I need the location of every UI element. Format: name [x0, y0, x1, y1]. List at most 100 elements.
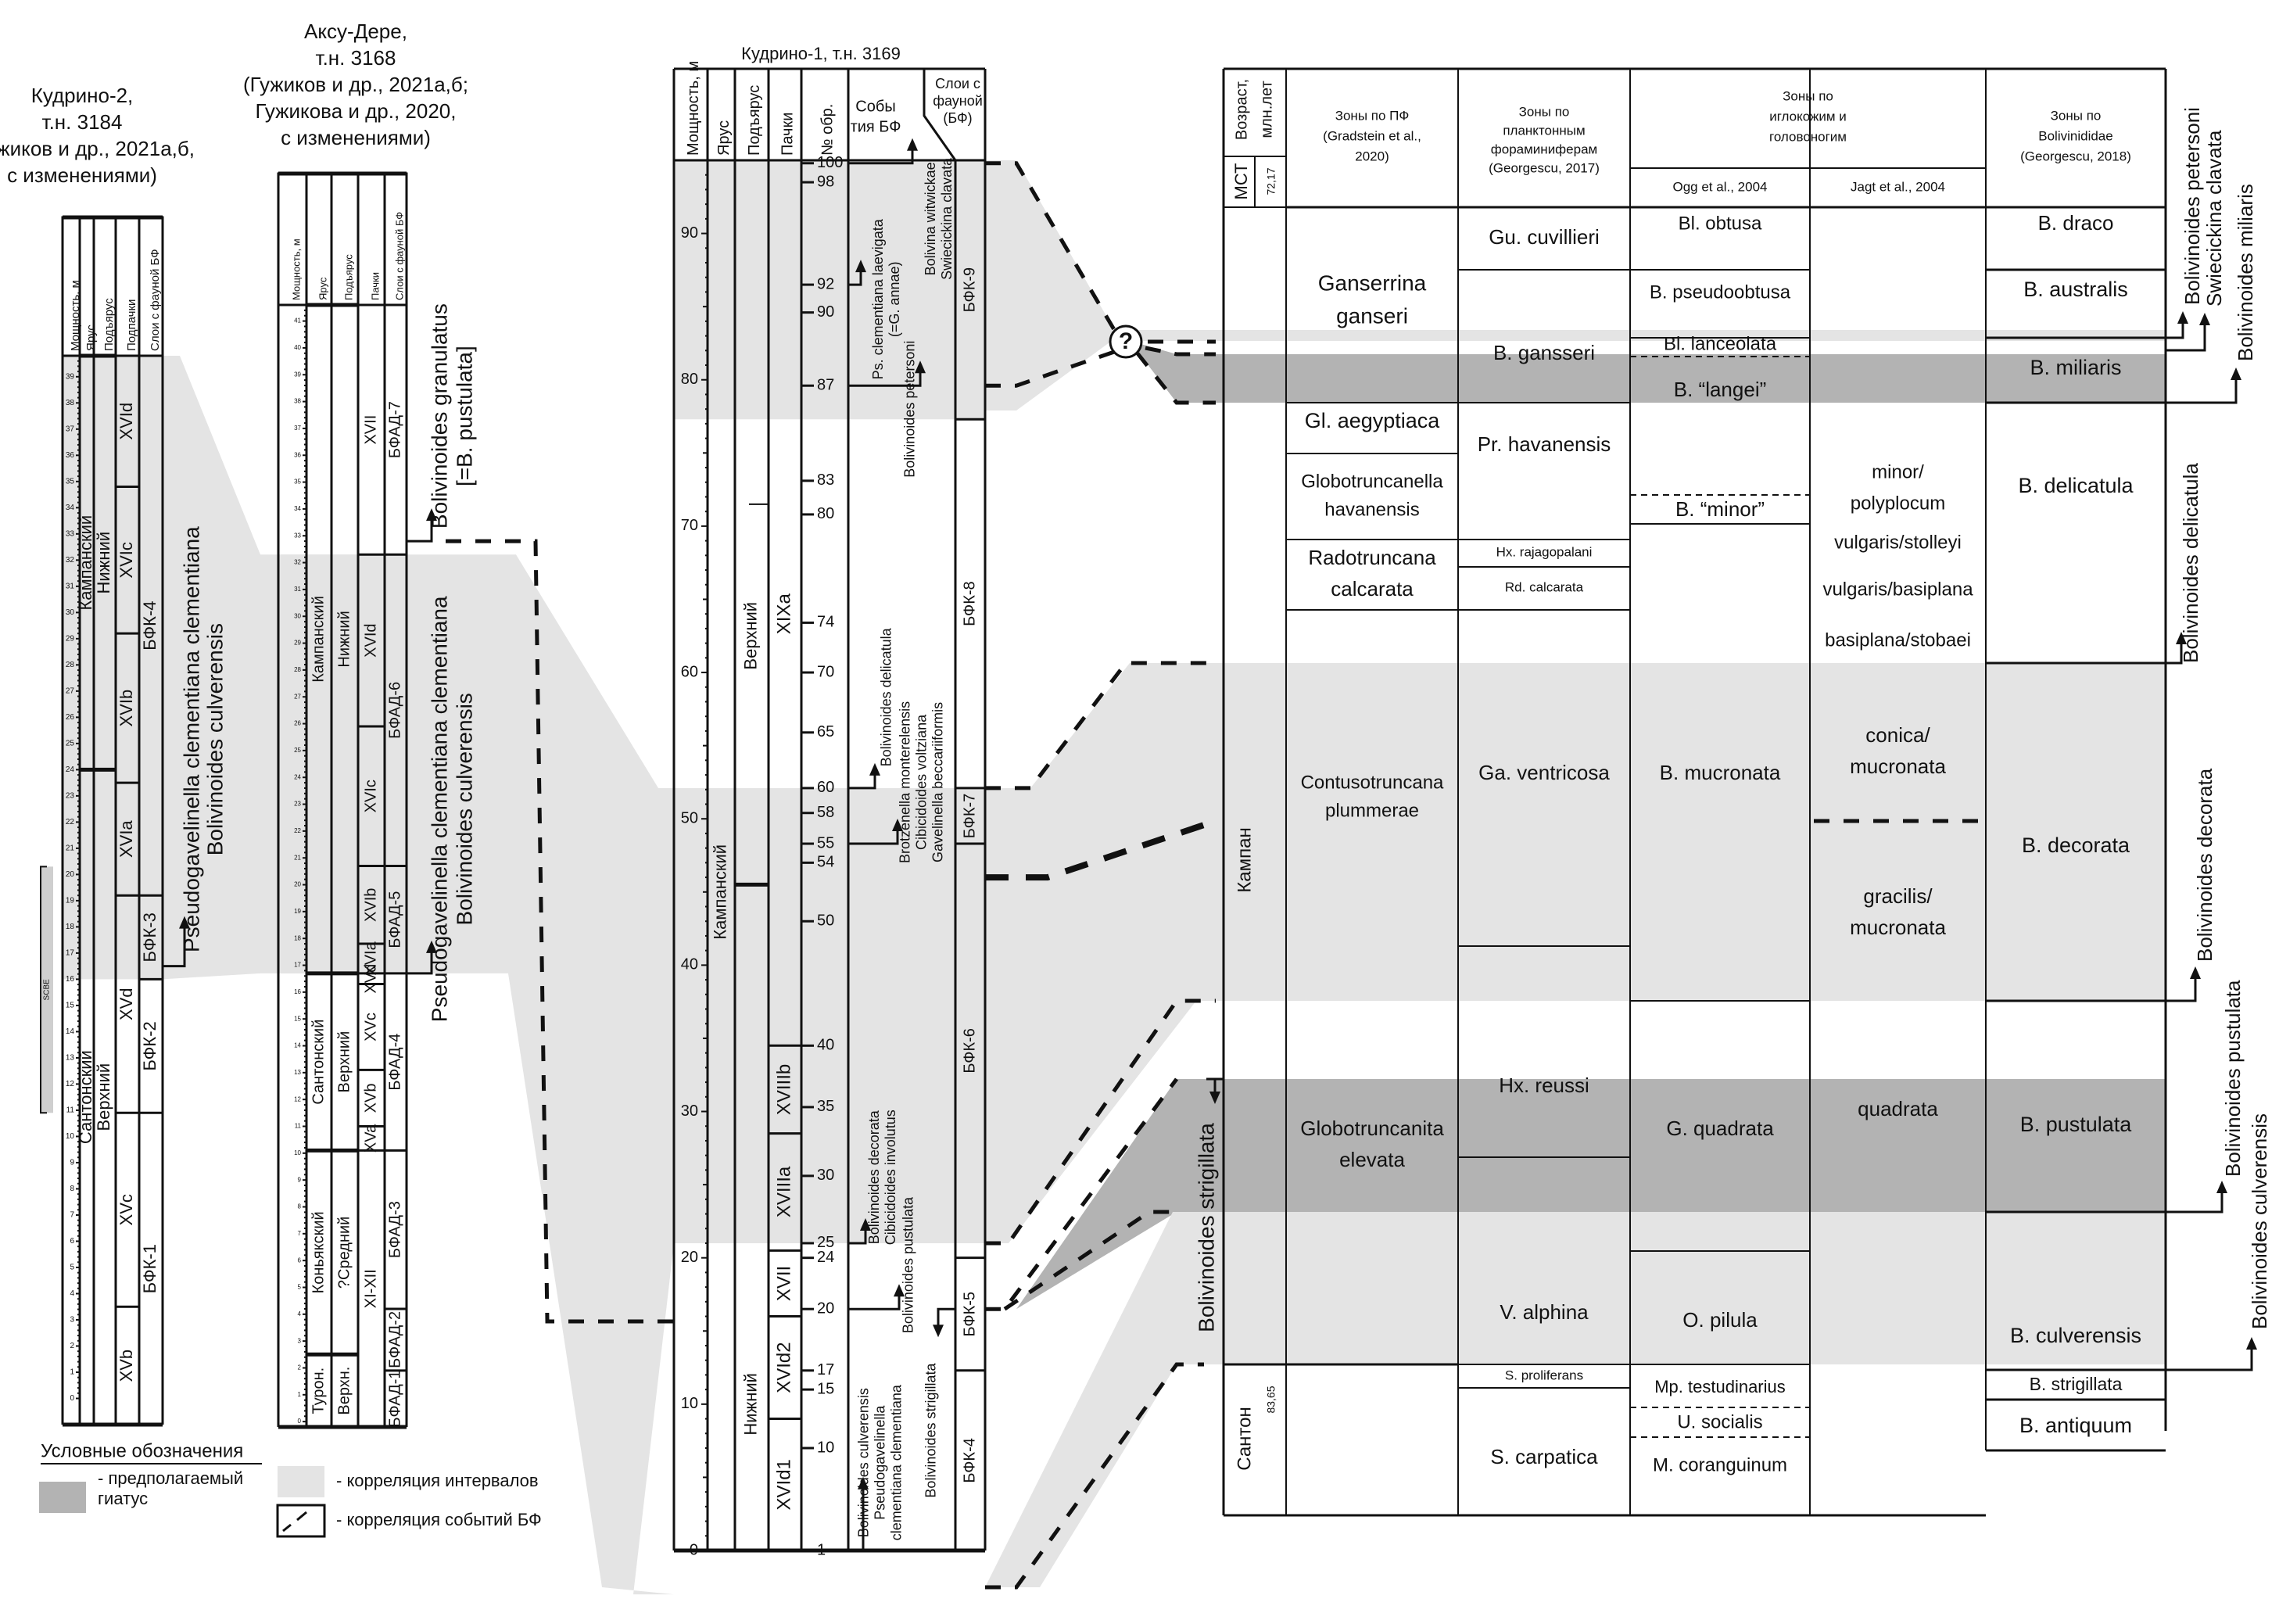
event-correlation-line — [985, 661, 1216, 790]
zonation-plankton-header: планктонным — [1503, 123, 1585, 138]
kudrino2-scale-label: 5 — [70, 1264, 74, 1272]
kudrino1-scale-label: 60 — [681, 663, 698, 680]
aksudere-stage-label: Коньякский — [310, 1211, 327, 1293]
aksudere-member-label: XVIb — [362, 888, 379, 922]
boliv-event-label: Bolivinoides pustulata — [2221, 980, 2245, 1177]
arrow-up-icon — [426, 940, 437, 953]
plankton-zone-label: Rd. calcarata — [1505, 579, 1584, 594]
pf-zone-label: Globotruncanella — [1301, 471, 1443, 492]
aksudere-scale-label: 10 — [294, 1149, 301, 1156]
ogg-zone-label: Bl. lanceolata — [1664, 333, 1777, 354]
kudrino2-scale-label: 28 — [66, 661, 75, 669]
arrow-up-icon — [2176, 632, 2187, 644]
kudrino1-sample-label: 83 — [817, 471, 834, 489]
band-interval-table-middle — [1224, 663, 2166, 1001]
kudrino1-bf-label: БФК-7 — [961, 794, 978, 839]
kudrino1-event-label: Swiecickina clavata — [939, 157, 955, 280]
ogg-zone-label: Bl. obtusa — [1679, 213, 1762, 234]
kudrino2-scale-label: 34 — [66, 504, 75, 512]
aksudere-member-label: XVb — [362, 1084, 379, 1113]
kudrino1-scale-label: 30 — [681, 1102, 698, 1120]
kudrino1-sample-label: 80 — [817, 505, 834, 522]
kudrino2-member-label: XVIb — [116, 690, 136, 727]
kudrino2-substage-label: Нижний — [94, 532, 113, 594]
aksudere-bf-layer-label: БФАД-6 — [386, 682, 403, 739]
kudrino2-scale-label: 12 — [66, 1080, 75, 1088]
kudrino1-header-diagonal — [923, 69, 957, 161]
plankton-zone-label: S. carpatica — [1490, 1445, 1598, 1468]
aksudere-title: с изменениями) — [281, 126, 431, 149]
kudrino2-stage-label: Кампанский — [76, 515, 95, 611]
kudrino1-sample-label: 17 — [817, 1361, 834, 1378]
event-correlation-line — [985, 350, 1115, 388]
kudrino1-sample-label: 10 — [817, 1439, 834, 1456]
kudrino2-title: т.н. 3184 — [42, 110, 123, 134]
stage-santon-age: 83,65 — [1265, 1386, 1277, 1413]
kudrino2-bf-layer-label: БФК-1 — [140, 1244, 159, 1293]
event-correlation-line — [985, 998, 1216, 1246]
kudrino1-member-label: XVII — [773, 1266, 794, 1301]
aksudere-member-label: XI-XII — [362, 1269, 379, 1308]
kudrino1-scale-label: 20 — [681, 1249, 698, 1266]
aksudere-scale-label: 6 — [298, 1257, 302, 1264]
aksudere-title: т.н. 3168 — [316, 46, 396, 70]
kudrino2-event-label: Bolivinoides culverensis — [202, 623, 227, 855]
pf-zone-label: havanensis — [1324, 499, 1419, 520]
zonation-echino-header: Зоны по — [1783, 88, 1833, 103]
pf-zone-label: Contusotruncana — [1301, 772, 1444, 793]
plankton-zone-label: Ga. ventricosa — [1478, 761, 1610, 784]
zonation-jagt-header: Jagt et al., 2004 — [1851, 179, 1945, 194]
kudrino2-bf-layer-label: БФК-2 — [140, 1021, 159, 1070]
kudrino2-column-header: Подпачки — [125, 299, 138, 351]
aksudere-scale-label: 7 — [298, 1230, 302, 1237]
event-correlation-line — [446, 539, 674, 1324]
kudrino2-title: с изменениями) — [7, 163, 157, 187]
kudrino1-substage-label: Нижний — [740, 1373, 760, 1436]
kudrino2-scale-label: 20 — [66, 870, 75, 879]
stage-campan-label: Кампан — [1234, 827, 1255, 892]
arrow-up-icon — [2216, 1181, 2227, 1193]
band-hiatus-miliaris — [1130, 341, 2166, 403]
kudrino2-scale-label: 10 — [66, 1132, 75, 1141]
kudrino2-scale-label: 3 — [70, 1316, 74, 1325]
aksudere-substage-label: Верхн. — [335, 1367, 353, 1415]
kudrino2-bf-layer-label: БФК-4 — [140, 600, 159, 650]
jagt-zone-label: vulgaris/stolleyi — [1834, 532, 1962, 553]
kudrino2-scale-label: 14 — [66, 1027, 75, 1036]
plankton-zone-label: Hx. rajagopalani — [1496, 544, 1593, 559]
kudrino2-scale-label: 39 — [66, 372, 75, 381]
event-arrow-line — [163, 923, 186, 968]
zonation-plankton-header: Зоны по — [1519, 104, 1570, 119]
kudrino2-column-header: Подъярус — [102, 298, 116, 351]
aksudere-column-header: Подъярус — [342, 254, 354, 300]
aksudere-bf-layer-label: БФАД-5 — [386, 891, 403, 948]
jagt-zone-label: gracilis/ — [1863, 884, 1933, 908]
aksudere-scale-label: 36 — [294, 451, 301, 458]
event-correlation-lines: ? — [446, 161, 1217, 1590]
zonation-pf-header: 2020) — [1355, 149, 1389, 163]
aksudere-scale-label: 22 — [294, 827, 301, 834]
zonation-pf-header: Зоны по ПФ — [1335, 108, 1410, 123]
aksudere-scale-label: 26 — [294, 720, 301, 727]
kudrino1-sample-label: 25 — [817, 1234, 834, 1251]
kudrino2-scale-label: 25 — [66, 740, 75, 748]
kudrino2-scale-label: 35 — [66, 477, 75, 486]
strigillata-label: Bolivinoides strigillata — [1194, 1123, 1218, 1332]
jagt-zone-label: polyplocum — [1851, 493, 1945, 514]
scbe-label: SCBE — [43, 979, 52, 1001]
zonation-age-header: Возраст, — [1233, 79, 1250, 140]
legend: Условные обозначения- предполагаемыйгиат… — [39, 1440, 542, 1538]
band-hiatus-pustulata — [1016, 1079, 2166, 1310]
kudrino1-sample-label: 65 — [817, 723, 834, 740]
kudrino2-scale-label: 31 — [66, 582, 75, 590]
kudrino2-scale-label: 7 — [70, 1211, 74, 1220]
band-interval-k1-upper — [674, 160, 985, 420]
boliv-event-line — [2166, 377, 2238, 404]
aksudere-column-header: Мощность, м — [290, 238, 302, 300]
kudrino1-column-header: фауной — [933, 93, 983, 109]
kudrino1-substage-label: Верхний — [740, 602, 760, 670]
kudrino1-sample-label: 54 — [817, 854, 834, 871]
band-interval-lower — [985, 1212, 2166, 1587]
kudrino1-column-header: Ярус — [715, 120, 733, 156]
